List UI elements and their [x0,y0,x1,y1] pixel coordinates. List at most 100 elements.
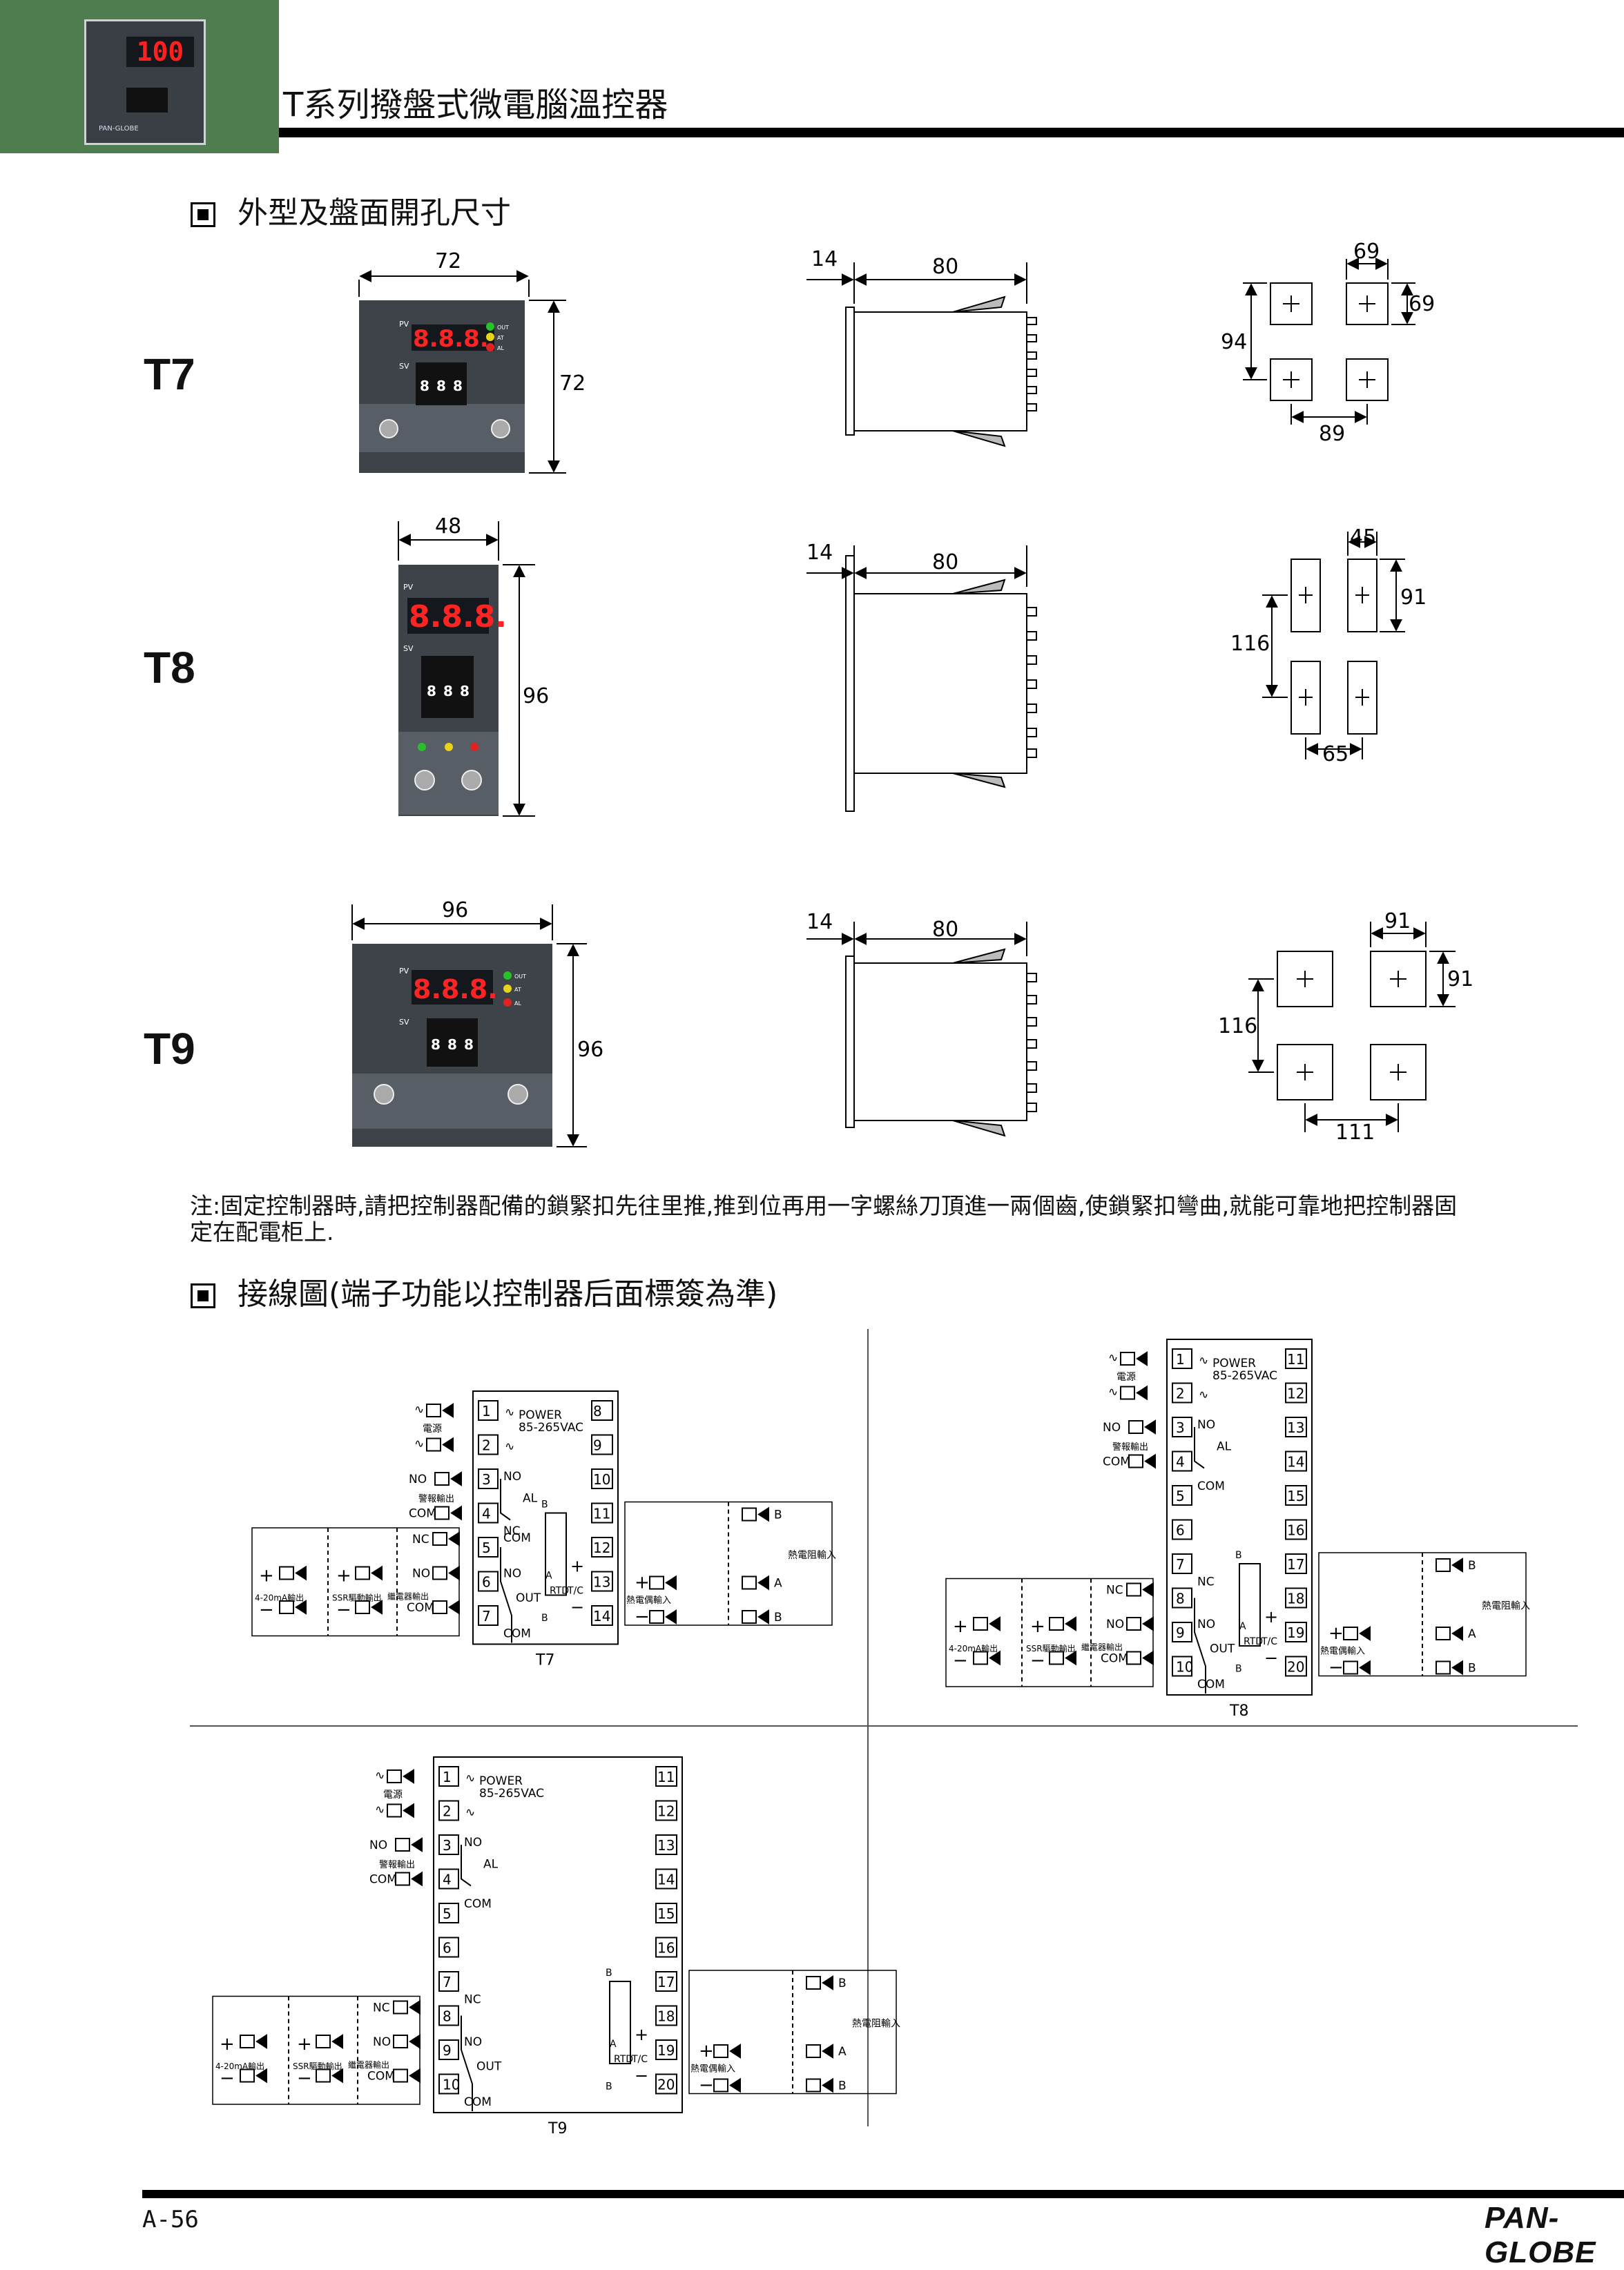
arrow-icon [371,1565,383,1581]
rtd-input-label: 熱電阻輸入 [852,2019,900,2030]
t9-pitch-h: 111 [1335,1121,1375,1145]
terminal-number: 6 [443,1940,452,1957]
arrow-icon [822,1975,833,1990]
terminal-number: 9 [593,1437,602,1454]
terminal-box-icon [649,1575,664,1590]
rtd-loop [609,1981,631,2064]
arrow-icon [1144,1453,1156,1469]
plus-sign: + [635,2025,648,2044]
minus-sign: − [570,1598,584,1617]
contact-label: NO [503,1567,521,1581]
terminal [478,1400,499,1421]
dimension-values: 72 72 14 80 69 69 94 89 48 96 14 80 45 9… [435,240,1473,1145]
ma-output-label: 4-20mA輸出 [949,1643,998,1653]
terminal-number: 5 [1176,1488,1185,1504]
terminal-number: 2 [1176,1386,1185,1402]
terminal-letter: B [1235,1664,1242,1675]
svg-text:AT: AT [497,335,504,341]
terminal-box-icon [1128,1420,1143,1434]
contact-label: NO [373,2035,391,2049]
terminal [478,1468,499,1489]
svg-text:OUT: OUT [514,973,526,980]
diagram-caption: T8 [1229,1702,1248,1720]
terminal-number: 11 [1287,1351,1304,1368]
power-label: POWER [479,1774,523,1788]
ac-symbol: ∿ [505,1440,514,1454]
t7-side-view [806,262,1037,447]
arrow-icon [448,1531,460,1546]
terminal-number: 14 [1287,1454,1304,1471]
plus-sign: + [699,2041,714,2062]
arrow-icon [1065,1616,1076,1631]
terminal-box-icon [1436,1558,1451,1572]
terminal-box-icon [434,1506,450,1520]
terminal [438,2073,459,2095]
arrow-icon [729,2077,741,2093]
terminal-block [472,1390,619,1645]
terminal [655,2005,677,2026]
terminal-number: 2 [443,1803,452,1820]
terminal-box-icon [279,1600,294,1614]
section-heading-wiring: 接線圖(端子功能以控制器后面標簽為準) [191,1269,777,1313]
terminal-letter: B [541,1500,548,1511]
terminal-number: 10 [593,1471,610,1488]
contact-label: COM [503,1627,531,1641]
arrow-icon [409,1999,420,2015]
terminal-letter: B [1468,1662,1476,1676]
terminal-box-icon [316,2068,331,2083]
terminal-box-icon [387,1769,402,1783]
arrow-icon [1142,1616,1154,1631]
terminal [1285,1348,1307,1369]
header-rule [279,128,1624,137]
pv-digit-displays: 8.8.8. 8.8.8. 8.8.8. [409,325,507,1005]
contact-label: NO [1106,1618,1124,1631]
terminal-box-icon [806,2044,821,2058]
photo-display: 100 [126,37,194,67]
diagram-caption: T7 [535,1652,554,1669]
plus-sign: + [570,1557,584,1576]
terminal-number: 18 [657,2008,675,2025]
t7-front-height: 72 [559,371,586,396]
relay-switch [500,1479,511,1521]
output-frame [251,1527,460,1637]
wiring-t9: 1234567891011121314151617181920POWER85-2… [212,1756,900,2137]
t9-pitch-v: 116 [1218,1014,1257,1038]
contact-label: COM [503,1531,531,1545]
terminal-number: 1 [482,1403,491,1419]
terminal-number: 13 [1287,1419,1304,1436]
relay-switch [1194,1427,1205,1469]
photo-dial [126,88,168,113]
rtd-label: RTD [1244,1636,1263,1647]
model-label-t8: T8 [144,643,195,692]
ma-output-label: 4-20mA輸出 [215,2061,264,2071]
arrow-icon [409,2068,420,2084]
svg-text:8: 8 [447,1036,457,1053]
terminal [1172,1553,1192,1574]
t9-front-view [351,904,587,1147]
arrow-icon [1065,1650,1076,1666]
t9-cut-width: 91 [1384,909,1411,933]
square-bullet-icon [191,202,215,227]
power-label: POWER [519,1408,562,1422]
arrow-icon [1142,1650,1154,1666]
tc-label: T/C [567,1586,583,1597]
alarm-output-label: 警報輸出 [379,1859,415,1870]
arrow-icon [757,1506,769,1522]
tc-label: T/C [631,2054,648,2065]
terminal-box-icon [434,1472,450,1486]
terminal-number: 15 [1287,1488,1304,1504]
section-title: 接線圖(端子功能以控制器后面標簽為準) [238,1277,778,1312]
arrow-icon [295,1565,307,1581]
contact-label: COM [1197,1480,1225,1493]
ac-symbol: ∿ [505,1406,514,1419]
section-heading-dimensions: 外型及盤面開孔尺寸 [191,188,511,232]
t9-bezel-depth: 14 [806,910,833,934]
contact-label: COM [464,2095,492,2109]
terminal [438,2005,459,2026]
arrow-icon [729,2044,741,2059]
terminal-box-icon [1126,1617,1141,1631]
terminal-letter: B [838,2079,847,2093]
